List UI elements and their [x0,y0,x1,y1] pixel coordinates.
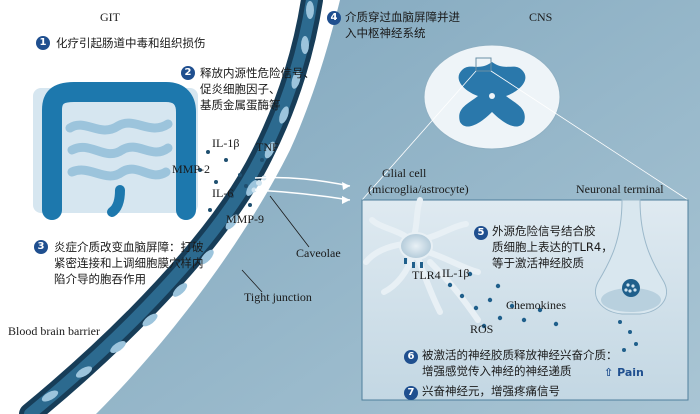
mmp2-label: MMP-2 [172,162,211,176]
bbb-membrane-inner [24,0,318,414]
step-6-badge: 6 [404,350,418,364]
intestine-illustration [33,82,198,220]
step-3-badge: 3 [34,240,48,254]
glial-cell-type-label: (microglia/astrocyte) [368,182,469,196]
step-1-badge: 1 [36,36,50,50]
step-7-badge: 7 [404,386,418,400]
step-3-line-1: 炎症介质改变血脑屏障：打破 [54,240,204,254]
caveolae-label: Caveolae [296,246,341,260]
spinal-cord-illustration [423,44,561,150]
pain-marker: ⇧ Pain [604,366,644,380]
step-3-line-3: 陷介导的胞吞作用 [54,272,146,286]
glial-cell-label: Glial cell [382,166,427,180]
step-2-line-1: 释放内源性危险信号、 [200,66,315,80]
tlr4-label: TLR4 [412,268,441,282]
ros-label: ROS [470,322,494,336]
cns-region-label: CNS [529,10,553,24]
step-5-badge: 5 [474,226,488,240]
neuronal-terminal-label: Neuronal terminal [576,182,664,196]
step-2-badge: 2 [181,66,195,80]
step-2-line-3: 基质金属蛋酶等 [200,98,281,112]
mmp9-label: MMP-9 [226,212,265,226]
tnf-label: TNF [256,140,279,154]
zoom-guide-lines [361,70,689,201]
step-7-text: 兴奋神经元，增强疼痛信号 [422,384,560,398]
step-3-line-2: 紧密连接和上调细胞膜穴样内 [54,256,204,270]
step-4-line-2: 入中枢神经系统 [345,26,426,40]
chemokines-label: Chemokines [506,298,566,312]
il1b-git-label: IL-1β [212,136,240,150]
bbb-cell-nuclei [41,1,314,402]
tight-junction-label: Tight junction [244,290,312,304]
up-arrow-icon: ⇧ [604,366,614,379]
step-5-line-3: 等于激活神经胶质 [492,256,584,270]
git-region-label: GIT [100,10,120,24]
step-5-line-2: 质细胞上表达的TLR4， [492,240,613,254]
step-6-line-1: 被激活的神经胶质释放神经兴奋介质： [422,348,618,362]
step-5-line-1: 外源危险信号结合胶 [492,224,596,238]
released-mediator-particles [447,271,638,352]
bbb-label: Blood brain barrier [8,324,100,338]
step-6-line-2: 增强感觉传入神经的神经递质 [422,364,572,378]
glial-cell-illustration [363,197,481,323]
label-pointers [241,195,310,293]
neuronal-terminal-illustration [595,199,667,315]
pain-label: Pain [617,366,644,379]
step-1-text: 化疗引起肠道中毒和组织损伤 [56,36,206,50]
tlr4-receptors [404,258,423,268]
step-2-line-2: 促炎细胞因子、 [200,82,281,96]
mediator-particles [198,150,264,212]
il6-label: IL-6 [212,186,234,200]
il1b-cns-label: IL-1β [442,266,470,280]
step-4-badge: 4 [327,11,341,25]
flow-arrowhead [342,182,350,204]
step-4-line-1: 介质穿过血脑屏障并进 [345,10,460,24]
